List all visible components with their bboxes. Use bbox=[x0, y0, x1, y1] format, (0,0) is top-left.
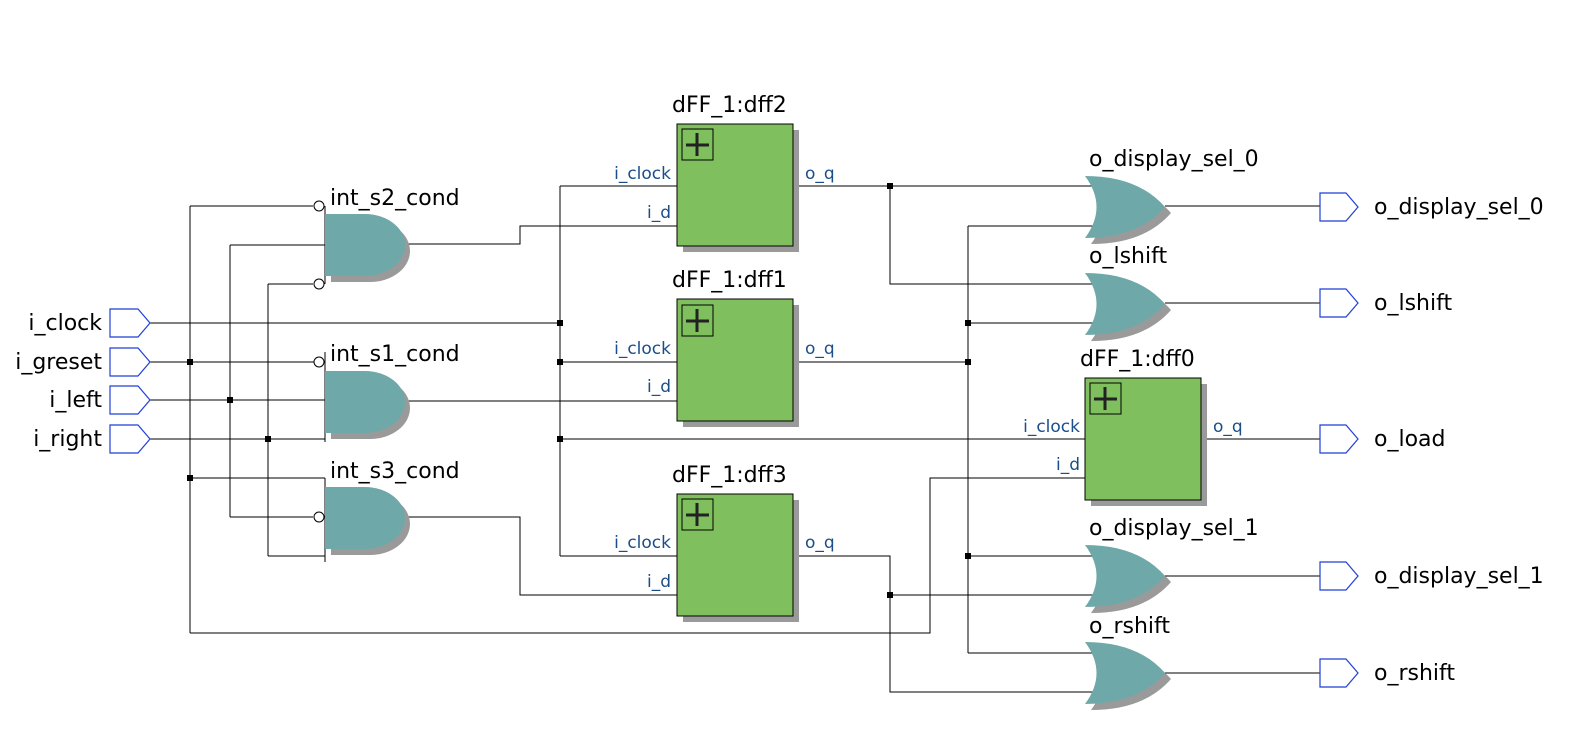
pin-clock-label: i_clock bbox=[614, 533, 671, 553]
or-gate-o-display-sel-1[interactable]: o_display_sel_1 bbox=[1085, 516, 1259, 613]
gate-label: o_display_sel_0 bbox=[1089, 147, 1259, 172]
and-gate-int-s3-cond[interactable]: int_s3_cond bbox=[313, 459, 460, 555]
pin-clock-label: i_clock bbox=[614, 164, 671, 184]
flip-flop-dff0[interactable]: dFF_1:dff0 i_clock i_d o_q bbox=[1023, 347, 1243, 506]
flip-flop-dff2[interactable]: dFF_1:dff2 i_clock i_d o_q bbox=[614, 93, 835, 252]
flip-flop-dff3[interactable]: dFF_1:dff3 i_clock i_d o_q bbox=[614, 463, 835, 622]
output-port-o-display-sel-1[interactable]: o_display_sel_1 bbox=[1319, 561, 1544, 591]
output-port-label: o_rshift bbox=[1374, 661, 1455, 686]
gate-label: o_rshift bbox=[1089, 614, 1170, 639]
pin-q-label: o_q bbox=[805, 164, 835, 184]
input-port-label: i_greset bbox=[15, 350, 102, 375]
flip-flop-dff1[interactable]: dFF_1:dff1 i_clock i_d o_q bbox=[614, 268, 835, 427]
output-port-o-load[interactable]: o_load bbox=[1319, 424, 1445, 454]
gate-label: o_lshift bbox=[1089, 244, 1167, 269]
input-port-i-right[interactable]: i_right bbox=[33, 424, 151, 454]
output-port-o-display-sel-0[interactable]: o_display_sel_0 bbox=[1319, 192, 1544, 222]
output-port-label: o_display_sel_1 bbox=[1374, 564, 1544, 589]
gate-label: int_s1_cond bbox=[330, 342, 460, 367]
gate-label: int_s2_cond bbox=[330, 186, 460, 211]
or-gate-o-display-sel-0[interactable]: o_display_sel_0 bbox=[1085, 147, 1259, 244]
output-port-label: o_load bbox=[1374, 427, 1445, 452]
pin-clock-label: i_clock bbox=[614, 339, 671, 359]
pin-clock-label: i_clock bbox=[1023, 417, 1080, 437]
input-port-label: i_left bbox=[49, 388, 102, 413]
input-port-label: i_clock bbox=[28, 311, 102, 336]
pin-d-label: i_d bbox=[1056, 455, 1080, 475]
output-port-o-rshift[interactable]: o_rshift bbox=[1319, 658, 1455, 688]
instance-label: dFF_1:dff2 bbox=[672, 93, 787, 118]
pin-d-label: i_d bbox=[647, 203, 671, 223]
and-gate-int-s2-cond[interactable]: int_s2_cond bbox=[313, 186, 460, 290]
instance-label: dFF_1:dff0 bbox=[1080, 347, 1195, 372]
wires bbox=[150, 185, 1320, 693]
and-gate-int-s1-cond[interactable]: int_s1_cond bbox=[313, 342, 460, 439]
junctions bbox=[187, 183, 971, 598]
pin-d-label: i_d bbox=[647, 377, 671, 397]
pin-q-label: o_q bbox=[805, 533, 835, 553]
or-gate-o-rshift[interactable]: o_rshift bbox=[1085, 614, 1171, 710]
input-port-label: i_right bbox=[33, 427, 102, 452]
or-gate-o-lshift[interactable]: o_lshift bbox=[1085, 244, 1171, 341]
input-port-i-left[interactable]: i_left bbox=[49, 385, 151, 415]
output-port-o-lshift[interactable]: o_lshift bbox=[1319, 288, 1452, 318]
pin-q-label: o_q bbox=[1213, 417, 1243, 437]
output-port-label: o_display_sel_0 bbox=[1374, 195, 1544, 220]
pin-q-label: o_q bbox=[805, 339, 835, 359]
gate-label: int_s3_cond bbox=[330, 459, 460, 484]
input-port-i-greset[interactable]: i_greset bbox=[15, 347, 151, 377]
gate-label: o_display_sel_1 bbox=[1089, 516, 1259, 541]
instance-label: dFF_1:dff1 bbox=[672, 268, 787, 293]
instance-label: dFF_1:dff3 bbox=[672, 463, 787, 488]
pin-d-label: i_d bbox=[647, 572, 671, 592]
input-port-i-clock[interactable]: i_clock bbox=[28, 308, 151, 338]
output-port-label: o_lshift bbox=[1374, 291, 1452, 316]
